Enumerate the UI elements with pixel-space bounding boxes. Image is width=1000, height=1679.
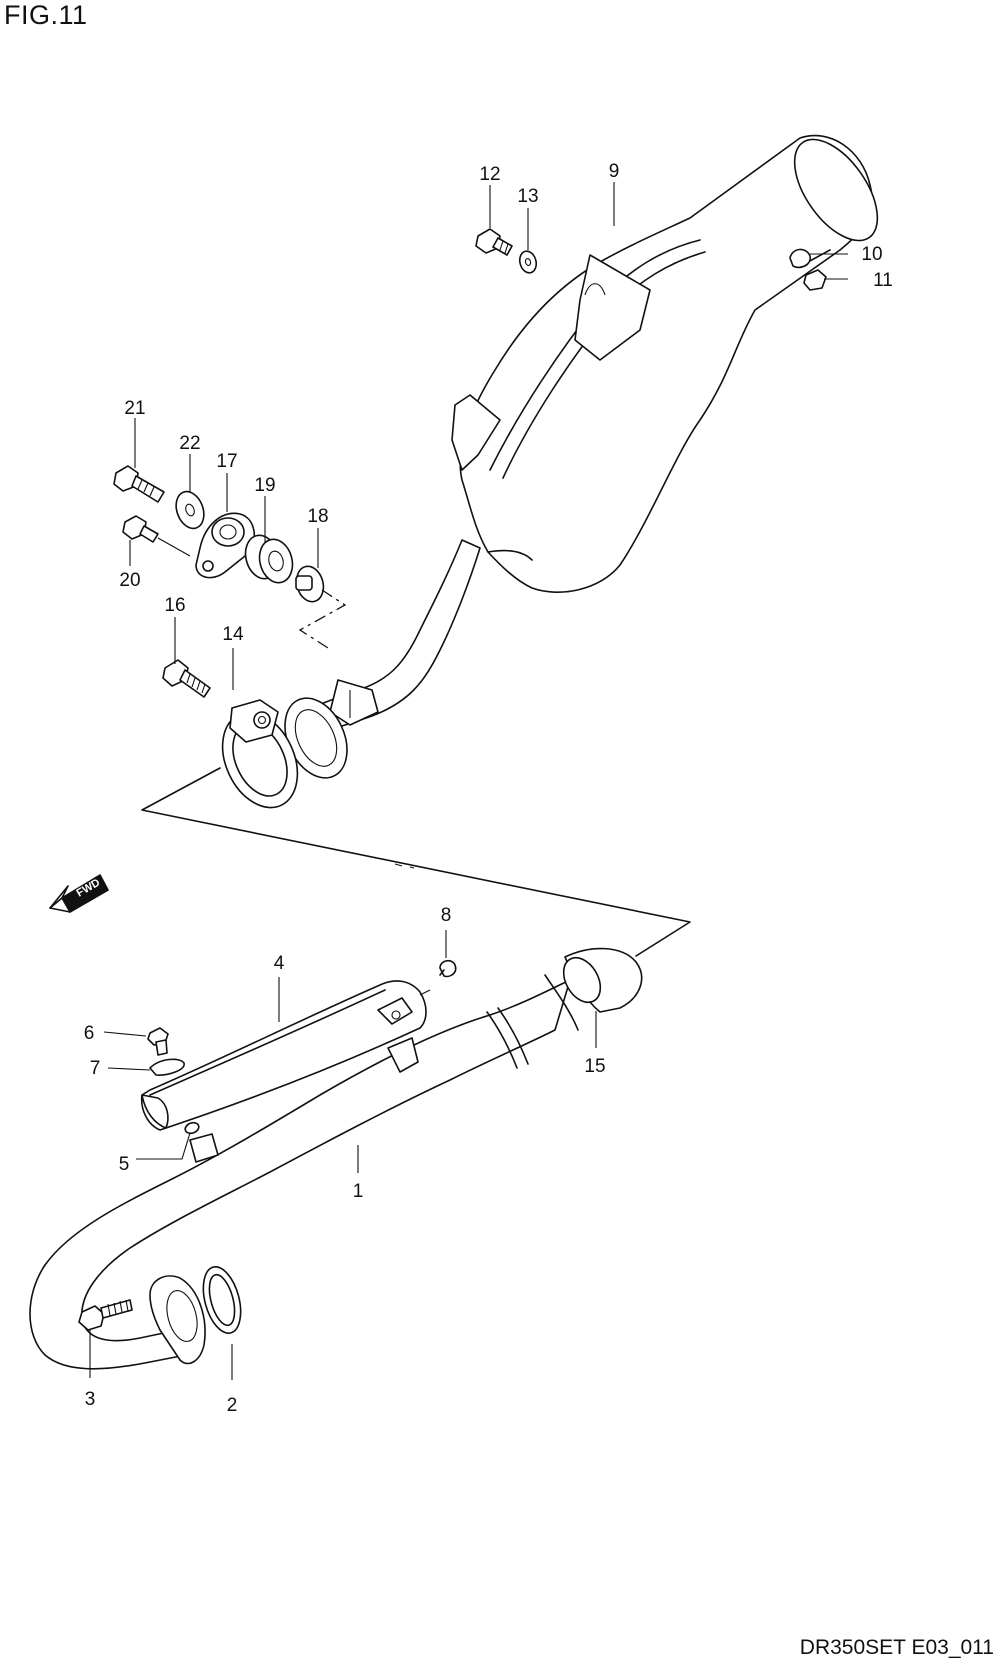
callout-11: 11 xyxy=(873,270,893,291)
callout-1: 1 xyxy=(353,1181,364,1202)
callout-12: 12 xyxy=(479,164,500,185)
callout-14: 14 xyxy=(222,624,244,645)
heat-shield-part xyxy=(140,980,431,1131)
washer-part-10 xyxy=(789,248,811,269)
link-pipe xyxy=(284,539,533,779)
exhaust-pipe-part xyxy=(29,979,571,1370)
bolt-part-21 xyxy=(113,465,165,503)
grommet-part-19 xyxy=(244,534,294,584)
callout-10: 10 xyxy=(861,244,882,265)
callout-16: 16 xyxy=(164,595,185,616)
sleeve-part-15 xyxy=(544,947,643,1031)
bolt-part-20 xyxy=(122,515,191,557)
screw-part-6 xyxy=(147,1027,169,1056)
bolt-part-3 xyxy=(78,1299,133,1331)
callout-18: 18 xyxy=(307,506,328,527)
callout-21: 21 xyxy=(124,398,145,419)
callout-8: 8 xyxy=(441,905,452,926)
callout-4: 4 xyxy=(274,953,285,974)
washer-part-22 xyxy=(175,490,205,530)
callout-15: 15 xyxy=(584,1056,605,1077)
assembly-guide-line xyxy=(298,589,347,649)
gasket-part-2 xyxy=(202,1266,242,1334)
nut-part-11 xyxy=(803,269,827,291)
flange-part xyxy=(149,1275,206,1365)
callout-9: 9 xyxy=(609,161,620,182)
figure-title: FIG.11 xyxy=(4,0,88,30)
callout-7: 7 xyxy=(90,1058,101,1079)
assembly-reference-line xyxy=(141,767,691,957)
washer-part-7 xyxy=(149,1058,185,1076)
clamp-part xyxy=(221,699,299,809)
leader-lines xyxy=(89,182,848,1380)
callout-6: 6 xyxy=(84,1023,95,1044)
bracket-part-17 xyxy=(195,512,256,579)
washer-part-13 xyxy=(518,250,538,274)
callout-2: 2 xyxy=(227,1395,238,1416)
screw-part-8 xyxy=(439,959,457,978)
callout-20: 20 xyxy=(119,570,140,591)
drawing-code: DR350SET E03_011 xyxy=(799,1636,994,1659)
washer-part-5 xyxy=(184,1121,200,1135)
muffler-part xyxy=(451,134,879,593)
callout-22: 22 xyxy=(179,433,200,454)
callout-5: 5 xyxy=(119,1154,130,1175)
fwd-arrow-icon xyxy=(49,874,109,913)
callout-13: 13 xyxy=(517,186,538,207)
callout-17: 17 xyxy=(216,451,237,472)
bolt-part-12 xyxy=(475,228,513,256)
callout-3: 3 xyxy=(85,1389,96,1410)
callout-19: 19 xyxy=(254,475,275,496)
collar-part-18 xyxy=(295,565,325,603)
bolt-part-16 xyxy=(162,659,211,698)
